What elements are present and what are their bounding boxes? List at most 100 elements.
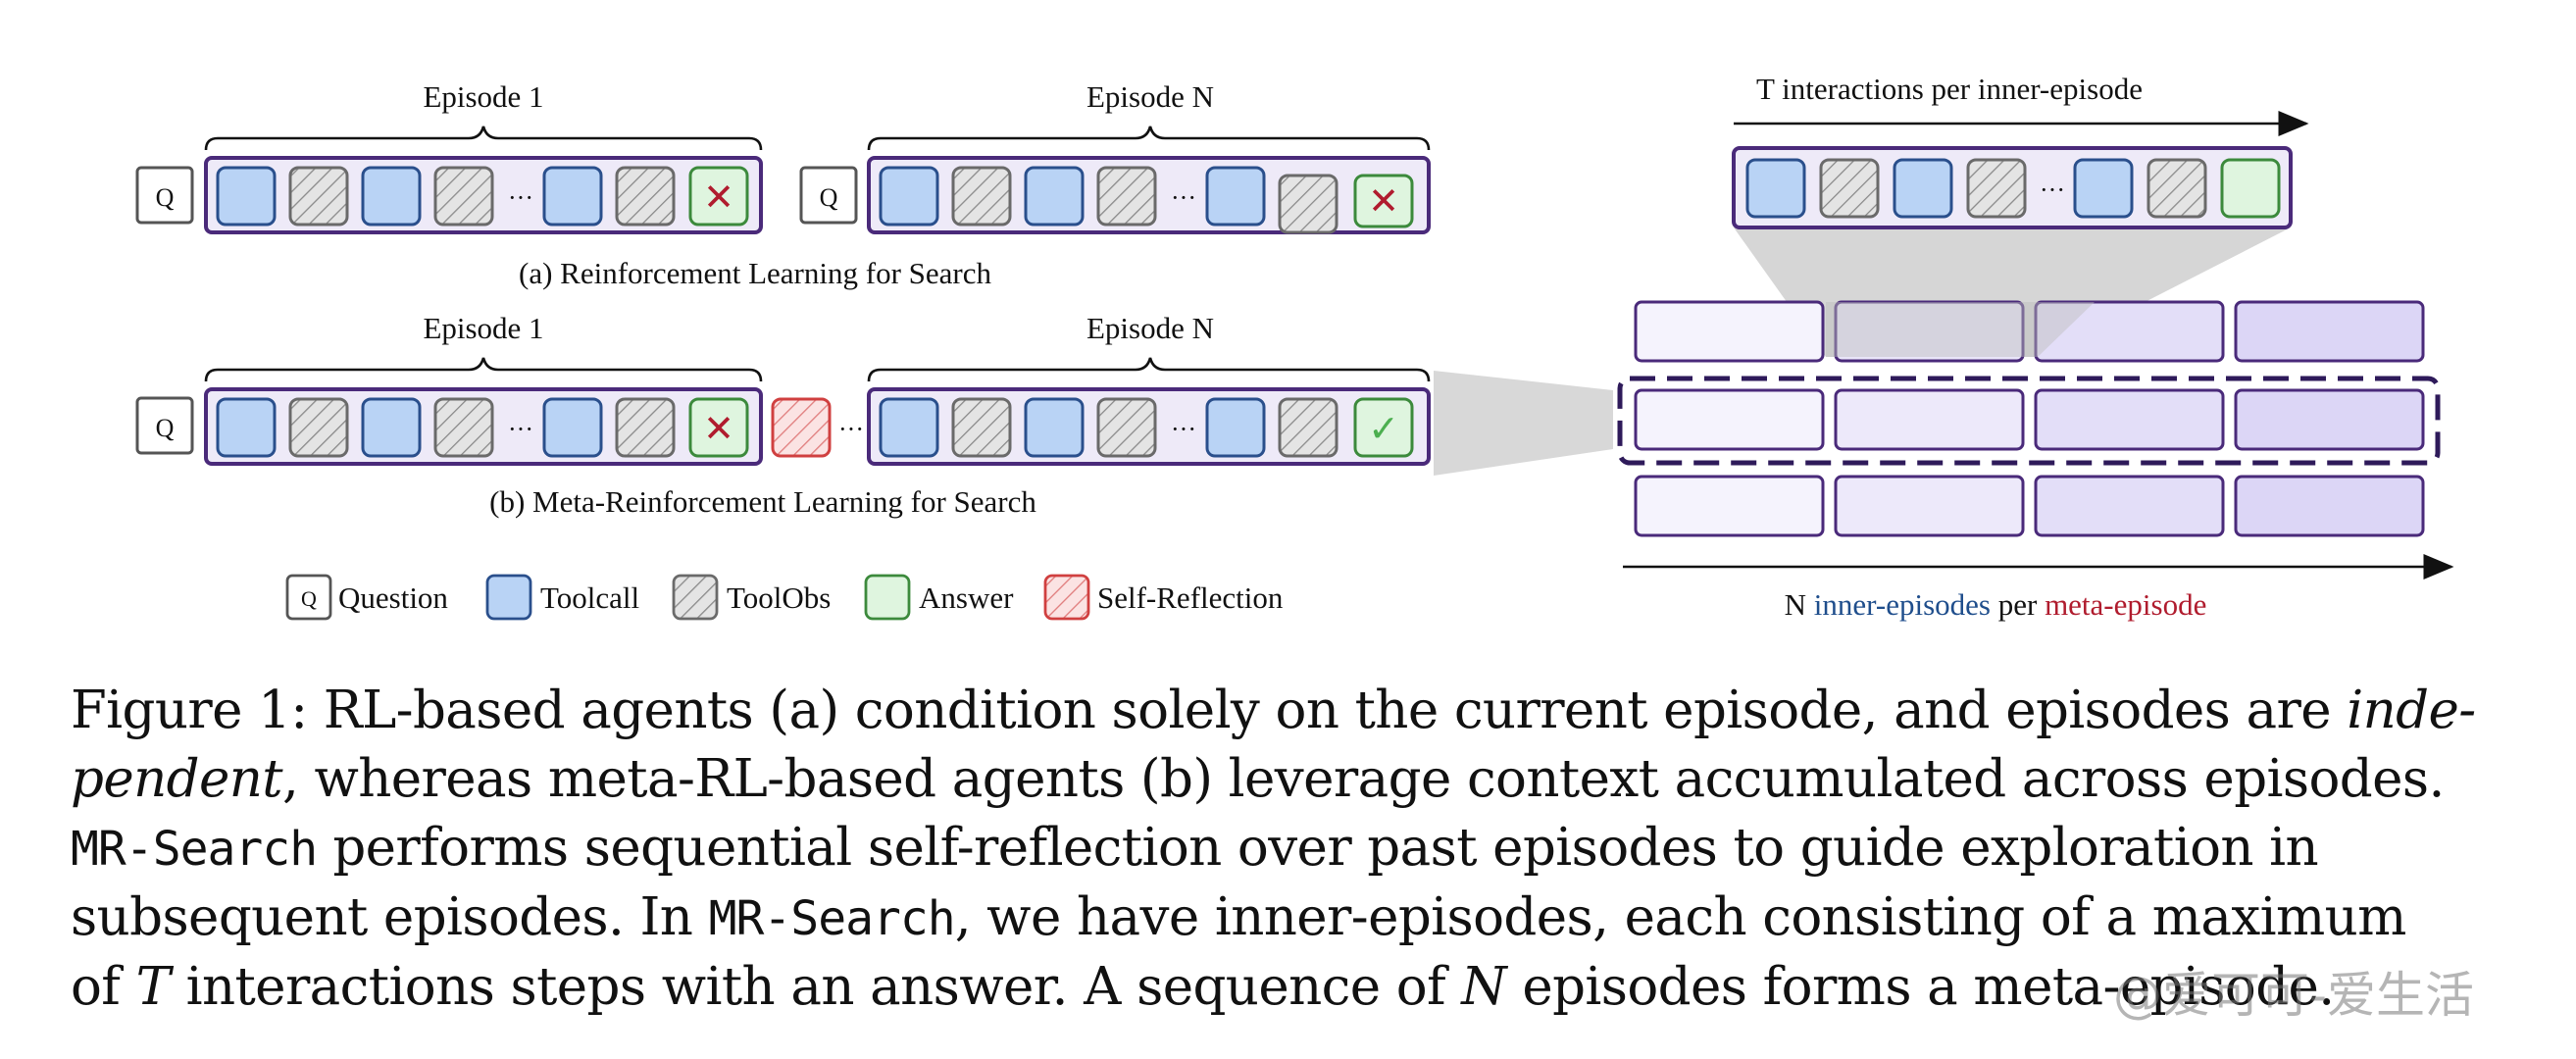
- ellipsis: ···: [1171, 415, 1196, 443]
- meta-episode-term: meta-episode: [2045, 587, 2206, 622]
- caption-l4-b: MR-Search: [708, 891, 956, 946]
- panel-b-caption: (b) Meta-Reinforcement Learning for Sear…: [489, 484, 1036, 519]
- toolobs-block: [951, 166, 1012, 227]
- caption-line-1: Figure 1: RL-based agents (a) condition …: [71, 677, 2522, 745]
- toolcall-block: [361, 166, 422, 227]
- panel-a-question-box-1: [135, 166, 194, 225]
- ellipsis: ···: [1171, 183, 1196, 212]
- inner-episode-cell: [1634, 388, 1825, 451]
- caption-line-4: subsequent episodes. In MR-Search, we ha…: [71, 883, 2522, 953]
- panel-b-question-box: [135, 396, 194, 455]
- inner-episode-cell: [2234, 388, 2425, 451]
- caption-l4-a: subsequent episodes. In: [71, 887, 709, 947]
- ellipsis: ···: [838, 415, 864, 443]
- caption-l3-b: performs sequential self-reflection over…: [317, 818, 2319, 878]
- panel-b-episode-n-brace: [867, 357, 1431, 382]
- ellipsis: ···: [2040, 176, 2065, 204]
- inner-episode-cell: [1834, 300, 2025, 363]
- wrong-answer-icon: ✕: [1368, 179, 1399, 223]
- toolobs-block: [433, 397, 494, 458]
- toolobs-block: [1278, 397, 1339, 458]
- toolcall-block: [361, 397, 422, 458]
- figure-caption: Figure 1: RL-based agents (a) condition …: [71, 677, 2522, 1022]
- ellipsis: ···: [508, 415, 533, 443]
- toolcall-block: [1205, 397, 1266, 458]
- toolobs-block: [615, 397, 676, 458]
- toolobs-block: [1819, 158, 1880, 219]
- self-reflection-block: [771, 397, 832, 458]
- answer-block-correct: [1353, 397, 1414, 458]
- bottom-label-prefix: N: [1785, 587, 1814, 622]
- wrong-answer-icon: ✕: [703, 176, 734, 219]
- caption-line-5: of T interactions steps with an answer. …: [71, 953, 2522, 1022]
- legend-toolobs-swatch: [672, 574, 719, 621]
- caption-line-2: pendent, whereas meta-RL-based agents (b…: [71, 745, 2522, 814]
- toolobs-block: [433, 166, 494, 227]
- right-panel: T interactions per inner-episode ···: [1434, 72, 2454, 622]
- meta-episode-highlight: [1617, 376, 2441, 466]
- legend-toolcall-swatch: [485, 574, 532, 621]
- toolcall-block: [542, 397, 603, 458]
- figure-1-diagram: Episode 1 Episode N Q ··· ✕ Q ··· ✕ (a) …: [135, 72, 2454, 622]
- watermark: @爱可可-爱生活: [2113, 967, 2475, 1024]
- correct-answer-icon: ✓: [1368, 407, 1399, 450]
- inner-episode-cell: [1834, 475, 2025, 537]
- inner-episode-cell: [2034, 475, 2225, 537]
- ellipsis: ···: [508, 183, 533, 212]
- panel-a-caption: (a) Reinforcement Learning for Search: [519, 256, 991, 290]
- caption-l5-c: interactions steps with an answer. A seq…: [170, 957, 1462, 1017]
- toolcall-block: [216, 166, 277, 227]
- panel-a-question-glyph-n: Q: [820, 183, 838, 212]
- toolcall-block: [216, 397, 277, 458]
- toolcall-block: [1024, 166, 1085, 227]
- toolcall-block: [1893, 158, 1953, 219]
- inner-episode-cell: [1634, 475, 1825, 537]
- toolobs-block: [1096, 397, 1157, 458]
- panel-b-episode-1-brace: [204, 357, 763, 382]
- answer-block-wrong: [688, 166, 749, 227]
- panel-a-episode-1-label: Episode 1: [423, 79, 543, 114]
- caption-line-3: MR-Search performs sequential self-refle…: [71, 814, 2522, 883]
- caption-l5-e: episodes forms a meta-episode.: [1506, 957, 2335, 1017]
- inner-episode-cell: [1834, 388, 2025, 451]
- caption-l5-a: of: [71, 957, 136, 1017]
- answer-block-wrong: [688, 397, 749, 458]
- answer-block: [2220, 158, 2281, 219]
- legend-self-reflection-swatch: [1043, 574, 1090, 621]
- bottom-axis-label: N inner-episodes per meta-episode: [1785, 587, 2207, 622]
- projection-shade-left: [1434, 371, 1613, 476]
- panel-a: Episode 1 Episode N Q ··· ✕ Q ··· ✕ (a) …: [135, 79, 1431, 290]
- legend-question-glyph: Q: [301, 586, 317, 611]
- toolobs-block: [288, 166, 349, 227]
- toolobs-block: [615, 166, 676, 227]
- legend-answer-label: Answer: [919, 580, 1014, 615]
- panel-b: Episode 1 Episode N Q ··· ✕ ··· ··· ✓ (b…: [135, 311, 1431, 519]
- toolobs-block: [288, 397, 349, 458]
- toolobs-block: [951, 397, 1012, 458]
- legend: Q Question Toolcall ToolObs Answer Self-…: [285, 574, 1284, 621]
- legend-self-reflection-label: Self-Reflection: [1097, 580, 1284, 615]
- caption-l4-c: , we have inner-episodes, each consistin…: [954, 887, 2407, 947]
- legend-question-label: Question: [338, 580, 448, 615]
- panel-a-question-glyph-1: Q: [156, 183, 175, 212]
- projection-overlay: [1826, 302, 2095, 357]
- panel-a-episode-n-brace: [867, 126, 1431, 151]
- wrong-answer-icon: ✕: [703, 407, 734, 450]
- caption-l2-a: pendent: [71, 749, 283, 809]
- answer-block-wrong: [1353, 174, 1414, 228]
- toolcall-block: [2073, 158, 2134, 219]
- toolcall-block: [879, 166, 939, 227]
- top-axis-label: T interactions per inner-episode: [1756, 72, 2143, 106]
- toolcall-block: [879, 397, 939, 458]
- toolobs-block: [1096, 166, 1157, 227]
- legend-answer-swatch: [864, 574, 911, 621]
- panel-a-question-box-n: [799, 166, 858, 225]
- inner-episode-cell: [2234, 475, 2425, 537]
- inner-episode-cell: [2034, 388, 2225, 451]
- inner-episodes-term: inner-episodes: [1814, 587, 1991, 622]
- caption-l1-b: inde-: [2347, 681, 2476, 740]
- toolcall-block: [1205, 166, 1266, 227]
- caption-l5-d: N: [1461, 957, 1507, 1017]
- inner-episode-cell: [1634, 300, 1825, 363]
- toolobs-block: [1966, 158, 2027, 219]
